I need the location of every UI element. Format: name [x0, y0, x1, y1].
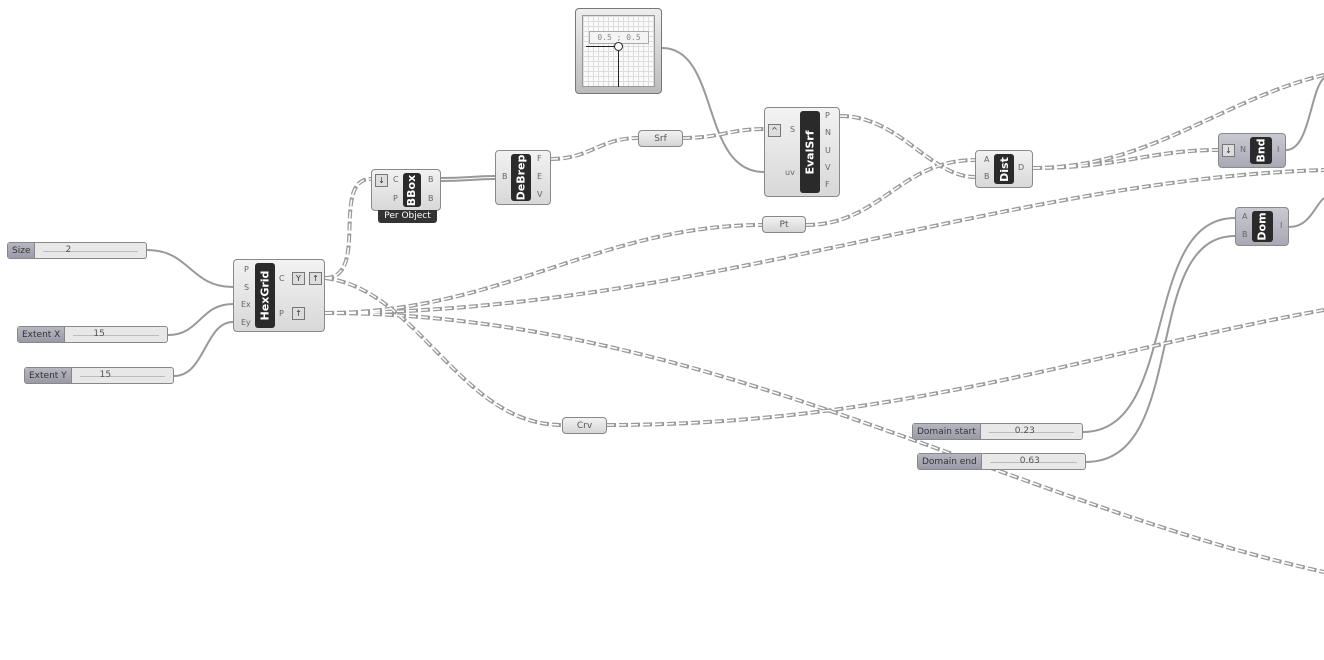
wire	[324, 311, 1324, 574]
wire	[1285, 77, 1324, 151]
wire	[1288, 197, 1324, 228]
wire	[805, 159, 976, 226]
slider-value[interactable]: 0.63	[1019, 456, 1040, 466]
domain-start-slider[interactable]: Domain start 0.23	[912, 423, 1083, 440]
output-port-i[interactable]: I	[1277, 145, 1280, 154]
output-port-p[interactable]: P	[825, 111, 830, 120]
wire	[324, 224, 763, 314]
flatten-down-icon[interactable]: ↓	[1222, 144, 1235, 157]
input-port-b[interactable]: B	[502, 172, 508, 181]
input-port-ex[interactable]: Ex	[241, 300, 251, 309]
bbox-component[interactable]: ↓ C P BBox B B	[371, 169, 441, 211]
output-port-f[interactable]: F	[825, 180, 830, 189]
input-port-a[interactable]: A	[984, 155, 990, 164]
wire	[324, 277, 563, 426]
input-port-c[interactable]: C	[393, 175, 399, 184]
wire	[606, 309, 1324, 426]
slider-label: Extent X	[18, 327, 66, 342]
output-port-d[interactable]: D	[1018, 163, 1025, 172]
md-slider[interactable]: 0.5 ; 0.5	[575, 8, 662, 94]
domain-end-slider[interactable]: Domain end 0.63	[917, 453, 1086, 470]
srf-param[interactable]: Srf	[638, 130, 683, 147]
evalsrf-component[interactable]: ^ S uv EvalSrf P N U V F	[764, 107, 840, 197]
output-port-u[interactable]: U	[825, 146, 831, 155]
wire	[324, 276, 563, 427]
wire	[146, 249, 234, 288]
wire	[839, 114, 976, 179]
flatten-down-icon[interactable]: ↓	[375, 174, 388, 187]
output-port-v[interactable]: V	[825, 163, 831, 172]
flatten-icon[interactable]: ↑	[292, 307, 305, 320]
input-port-ey[interactable]: Ey	[241, 318, 251, 327]
extent-x-slider[interactable]: Extent X 15	[17, 326, 168, 343]
pt-param[interactable]: Pt	[762, 216, 806, 233]
output-port-b[interactable]: B	[428, 194, 434, 203]
wire	[661, 47, 765, 173]
input-port-a[interactable]: A	[1242, 212, 1248, 221]
output-port-n[interactable]: N	[825, 128, 831, 137]
crv-param[interactable]: Crv	[562, 417, 607, 434]
output-port-c[interactable]: C	[279, 274, 285, 283]
input-port-b[interactable]: B	[1242, 230, 1248, 239]
slider-value[interactable]: 2	[65, 245, 72, 255]
component-name: HexGrid	[255, 263, 275, 328]
debrep-component[interactable]: B DeBrep F E V	[495, 150, 551, 205]
wire	[324, 169, 1324, 314]
wire	[167, 303, 234, 336]
flatten-icon[interactable]: ↑	[309, 272, 322, 285]
bnd-component[interactable]: ↓ N Bnd I	[1218, 133, 1286, 168]
output-port-f[interactable]: F	[537, 154, 542, 163]
reparameterize-icon[interactable]: ^	[768, 124, 781, 137]
component-name: Bnd	[1250, 137, 1272, 164]
component-name: Dist	[994, 154, 1014, 184]
input-port-s[interactable]: S	[244, 283, 250, 292]
component-name: DeBrep	[511, 154, 531, 201]
wire	[324, 178, 372, 279]
size-slider[interactable]: Size 2	[7, 242, 147, 259]
input-port-p[interactable]: P	[244, 265, 249, 274]
input-port-b[interactable]: B	[984, 172, 990, 181]
output-port-p[interactable]: P	[279, 309, 284, 318]
input-port-s[interactable]: S	[790, 125, 796, 134]
slider-label: Size	[8, 243, 36, 258]
wire	[682, 128, 765, 139]
wire	[440, 178, 496, 182]
wire	[440, 175, 496, 179]
output-port-i[interactable]: I	[1280, 221, 1283, 230]
output-port-e[interactable]: E	[537, 172, 543, 181]
component-name: EvalSrf	[800, 111, 820, 193]
dom-component[interactable]: A B Dom I	[1235, 207, 1289, 246]
hexgrid-component[interactable]: P S Ex Ey HexGrid C Y ↑ P ↑	[233, 259, 325, 332]
wire	[324, 312, 1324, 573]
wire	[324, 177, 372, 280]
wire	[839, 115, 976, 178]
wire	[606, 308, 1324, 427]
slider-value[interactable]: 0.23	[1014, 426, 1035, 436]
slider-label: Domain start	[913, 424, 981, 439]
wire	[550, 137, 639, 160]
input-port-n[interactable]: N	[1240, 145, 1246, 154]
output-port-v[interactable]: V	[537, 190, 543, 199]
wire	[1082, 217, 1236, 433]
component-name: Dom	[1252, 211, 1273, 242]
component-name: BBox	[403, 173, 421, 207]
md-slider-handle[interactable]	[614, 42, 623, 51]
slider-label: Domain end	[918, 454, 982, 469]
mode-label: Per Object	[378, 210, 437, 223]
extent-y-slider[interactable]: Extent Y 15	[24, 367, 174, 384]
slider-value[interactable]: 15	[93, 329, 105, 339]
slider-value[interactable]: 15	[99, 370, 112, 380]
wire	[550, 136, 639, 161]
input-port-p[interactable]: P	[393, 194, 398, 203]
wire	[173, 321, 234, 377]
graft-icon[interactable]: Y	[292, 272, 305, 285]
wire	[1032, 74, 1324, 169]
slider-label: Extent Y	[25, 368, 72, 383]
input-port-uv[interactable]: uv	[785, 168, 795, 177]
output-port-b[interactable]: B	[428, 175, 434, 184]
dist-component[interactable]: A B Dist D	[975, 150, 1033, 188]
wire	[1085, 235, 1236, 463]
